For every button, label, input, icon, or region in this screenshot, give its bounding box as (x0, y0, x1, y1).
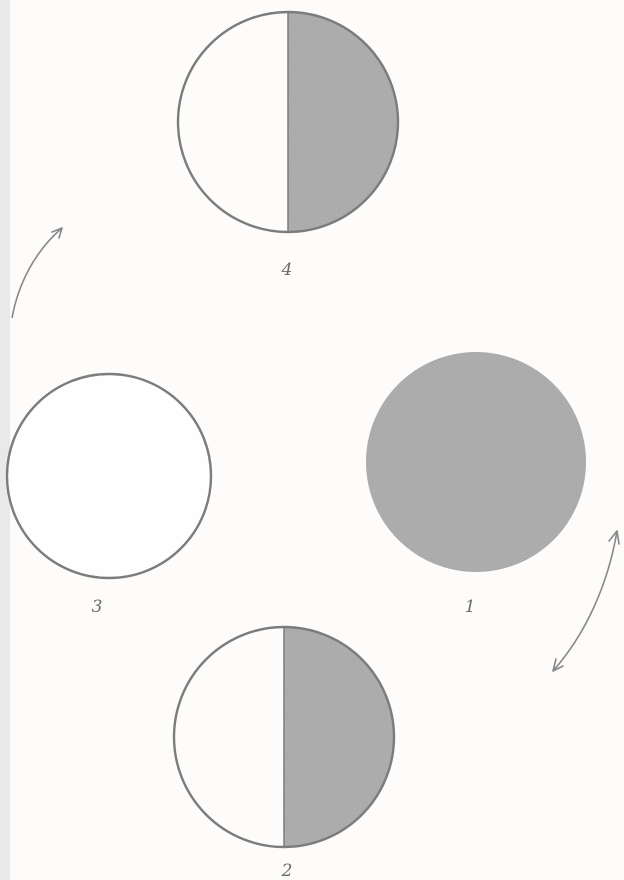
page-margin-strip (0, 0, 10, 880)
arrow-lower-right-shaft (553, 531, 617, 671)
arrow-lower-right-head-top (609, 531, 619, 544)
phase-4-shaded-half (288, 10, 400, 234)
phase-2-label: 2 (281, 861, 293, 880)
phase-1: 1 (366, 352, 586, 617)
phase-1-label: 1 (465, 597, 476, 617)
phase-2-shaded-half (284, 625, 396, 849)
phase-4-label: 4 (281, 260, 293, 280)
phase-3-label: 3 (92, 597, 103, 617)
phase-2: 2 (174, 625, 396, 880)
phase-1-disc (366, 352, 586, 572)
phase-3: 3 (7, 374, 211, 617)
phase-4: 4 (178, 10, 400, 280)
phase-3-circle (7, 374, 211, 578)
arrow-lower-right (553, 531, 619, 671)
arrow-upper-left-shaft (12, 228, 62, 318)
arrow-upper-left (12, 228, 62, 318)
